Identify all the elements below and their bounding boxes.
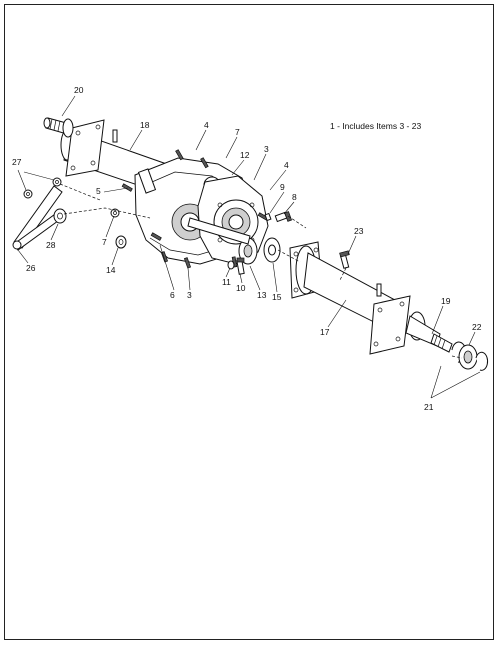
- retaining-ring-outer: [475, 351, 489, 371]
- callout-19: 19: [441, 296, 451, 306]
- right-axle-shaft: [405, 311, 453, 353]
- diagram-frame: [4, 4, 494, 640]
- callout-7-lower: 7: [102, 237, 107, 247]
- bolt-23: [339, 250, 350, 269]
- callout-20: 20: [74, 85, 84, 95]
- bolt-10: [236, 257, 245, 275]
- callout-21: 21: [424, 402, 434, 412]
- callout-17: 17: [320, 327, 330, 337]
- leader-lines: [17, 95, 481, 399]
- left-axle-shaft: [43, 117, 74, 138]
- callout-3-upper: 3: [264, 144, 269, 154]
- callout-7-upper: 7: [235, 127, 240, 137]
- bushing-28: [53, 208, 67, 224]
- callout-4-upper: 4: [204, 120, 209, 130]
- callout-13: 13: [257, 290, 267, 300]
- nut-7: [110, 208, 120, 218]
- callout-9: 9: [280, 182, 285, 192]
- callout-23: 23: [354, 226, 364, 236]
- assembly-center-lines: [59, 183, 463, 359]
- callout-15: 15: [272, 292, 282, 302]
- callout-18: 18: [140, 120, 150, 130]
- callout-5: 5: [96, 186, 101, 196]
- right-axle-tube: [289, 241, 411, 355]
- callout-10: 10: [236, 283, 246, 293]
- callout-6: 6: [170, 290, 175, 300]
- bolt-9: [264, 212, 272, 222]
- nut-27-b: [52, 177, 62, 187]
- callout-27: 27: [12, 157, 22, 167]
- callout-11: 11: [222, 277, 231, 287]
- callout-12: 12: [240, 150, 250, 160]
- bearing-13: [238, 237, 258, 265]
- housing-bolts: [121, 149, 269, 269]
- plug-14: [115, 235, 127, 249]
- includes-note: 1 - Includes Items 3 - 23: [330, 121, 421, 131]
- transaxle-housing-right-half: [197, 175, 269, 265]
- output-shaft: [187, 217, 251, 245]
- callout-8: 8: [292, 192, 297, 202]
- callout-26: 26: [26, 263, 36, 273]
- bearing-22: [458, 344, 478, 370]
- callout-28: 28: [46, 240, 56, 250]
- washer-11: [227, 260, 235, 270]
- callout-14: 14: [106, 265, 116, 275]
- nut-27-a: [23, 189, 33, 199]
- callout-3-lower: 3: [187, 290, 192, 300]
- seal-15: [263, 237, 281, 263]
- callout-4-right: 4: [284, 160, 289, 170]
- callout-22: 22: [472, 322, 482, 332]
